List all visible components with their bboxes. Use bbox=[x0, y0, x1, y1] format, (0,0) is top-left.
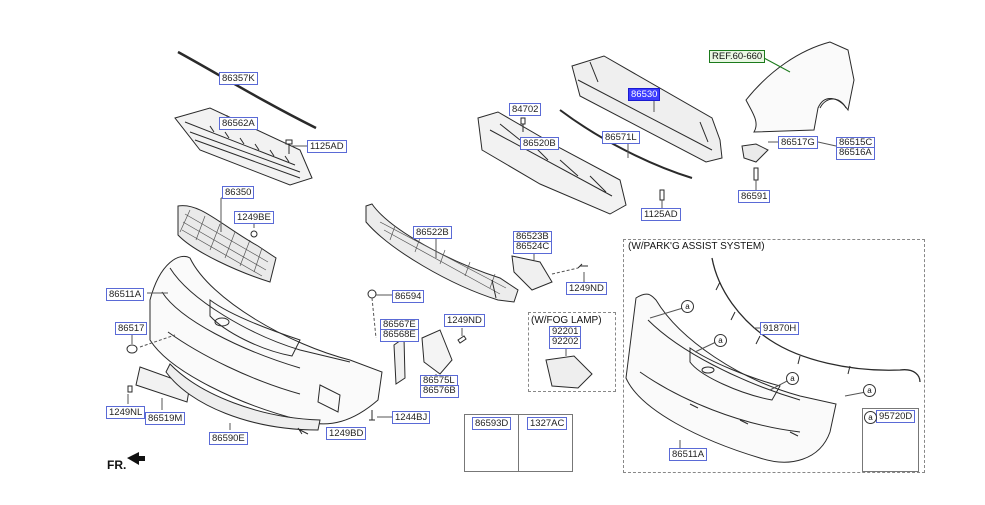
part-label-86594[interactable]: 86594 bbox=[392, 290, 425, 303]
part-86590E-strip bbox=[165, 363, 321, 431]
part-label-91870H[interactable]: 91870H bbox=[760, 322, 800, 335]
part-label-1249ND-mid[interactable]: 1249ND bbox=[444, 314, 485, 327]
part-label-86562A[interactable]: 86562A bbox=[219, 117, 258, 130]
part-label-86517[interactable]: 86517 bbox=[115, 322, 148, 335]
marker-a-3: a bbox=[786, 372, 799, 385]
park-assist-section-frame bbox=[623, 239, 925, 473]
part-86522B-lower-grille bbox=[365, 203, 519, 303]
part-label-86590E[interactable]: 86590E bbox=[209, 432, 248, 445]
direction-arrow bbox=[127, 452, 145, 465]
front-direction-label: FR. bbox=[107, 458, 127, 472]
part-86357K-strip bbox=[177, 50, 317, 130]
part-label-86511A[interactable]: 86511A bbox=[106, 288, 145, 301]
part-label-1249ND-right[interactable]: 1249ND bbox=[566, 282, 607, 295]
part-label-86571L[interactable]: 86571L bbox=[602, 131, 640, 144]
part-label-86511A-park[interactable]: 86511A bbox=[669, 448, 708, 461]
part-label-86520B[interactable]: 86520B bbox=[520, 137, 559, 150]
part-label-86530[interactable]: 86530 bbox=[628, 88, 661, 101]
part-label-1125AD-bottom[interactable]: 1125AD bbox=[641, 208, 681, 221]
part-label-86516A[interactable]: 86516A bbox=[836, 147, 875, 160]
part-label-86524C[interactable]: 86524C bbox=[513, 241, 553, 254]
part-label-86593D[interactable]: 86593D bbox=[472, 417, 512, 430]
park-assist-section-title: (W/PARK'G ASSIST SYSTEM) bbox=[628, 241, 765, 252]
marker-a-sensor: a bbox=[864, 411, 877, 424]
part-label-92202[interactable]: 92202 bbox=[549, 336, 582, 349]
part-86523B-trim bbox=[511, 255, 553, 291]
part-86567E-cover bbox=[393, 337, 406, 385]
part-label-84702[interactable]: 84702 bbox=[509, 103, 542, 116]
part-86520B-absorber bbox=[477, 111, 627, 215]
part-label-86567E[interactable]: 86567E bbox=[380, 319, 419, 332]
part-label-86522B[interactable]: 86522B bbox=[413, 226, 452, 239]
part-91870H-harness bbox=[711, 257, 921, 383]
part-86350-grille bbox=[177, 205, 277, 283]
part-park-bumper bbox=[625, 293, 837, 463]
marker-a-1: a bbox=[681, 300, 694, 313]
part-label-1249BE[interactable]: 1249BE bbox=[234, 211, 274, 224]
part-86575L-bracket bbox=[421, 329, 453, 375]
part-label-86350[interactable]: 86350 bbox=[222, 186, 255, 199]
part-86562A-bracket bbox=[174, 107, 313, 186]
part-fender bbox=[745, 41, 855, 133]
fog-lamp-section-frame bbox=[528, 312, 616, 392]
marker-a-2: a bbox=[714, 334, 727, 347]
part-label-86576B[interactable]: 86576B bbox=[420, 385, 459, 398]
part-fog-lamp-cover bbox=[545, 355, 593, 389]
part-label-86591[interactable]: 86591 bbox=[738, 190, 771, 203]
part-label-1244BJ[interactable]: 1244BJ bbox=[392, 411, 431, 424]
part-label-86357K[interactable]: 86357K bbox=[219, 72, 258, 85]
fog-lamp-section-title: (W/FOG LAMP) bbox=[531, 315, 602, 326]
part-86530-beam bbox=[571, 55, 723, 163]
part-86517G-bracket bbox=[741, 143, 769, 163]
part-label-1327AC[interactable]: 1327AC bbox=[527, 417, 568, 430]
part-label-86519M[interactable]: 86519M bbox=[145, 412, 186, 425]
ref-label-60-660[interactable]: REF.60-660 bbox=[709, 50, 766, 63]
part-86511A-bumper bbox=[149, 256, 383, 425]
part-label-86568E[interactable]: 86568E bbox=[380, 329, 419, 342]
part-86571L-bar bbox=[559, 109, 693, 179]
part-label-1125AD[interactable]: 1125AD bbox=[307, 140, 347, 153]
part-label-86517G[interactable]: 86517G bbox=[778, 136, 818, 149]
part-label-1249BD[interactable]: 1249BD bbox=[326, 427, 367, 440]
part-label-1249NL[interactable]: 1249NL bbox=[106, 406, 146, 419]
marker-a-4: a bbox=[863, 384, 876, 397]
part-label-95720D[interactable]: 95720D bbox=[876, 410, 916, 423]
